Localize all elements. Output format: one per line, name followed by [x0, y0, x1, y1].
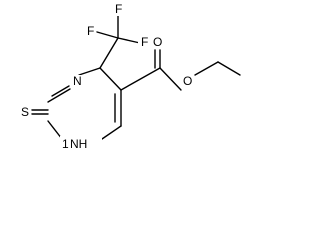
bond-ccarbonyl-oester	[159, 67, 182, 91]
bond-c4-cf3	[99, 37, 119, 69]
atom-nh-locant: 1	[62, 137, 69, 151]
atom-f-top: F	[114, 2, 126, 16]
bond-c6-n1	[101, 125, 122, 140]
bond-c2-n3	[47, 88, 71, 103]
atom-n-ring-top: N	[70, 74, 82, 88]
bond-n1-c2	[47, 120, 63, 140]
atom-o-ester: O	[180, 74, 194, 88]
atom-f-right-label: F	[141, 35, 148, 49]
bond-c4-c5	[99, 67, 122, 91]
bond-cf3-f-left	[96, 31, 119, 39]
atom-f-left: F	[84, 24, 96, 38]
chemical-structure-diagram: N 1 NH S F F F O O	[18, 2, 241, 152]
atom-f-right: F	[138, 35, 150, 49]
atom-o-ester-label: O	[183, 74, 192, 88]
atom-s-thione: S	[18, 105, 30, 119]
atom-f-top-label: F	[115, 2, 122, 16]
atom-o-carbonyl: O	[152, 35, 164, 49]
atom-nh-label: NH	[70, 137, 87, 151]
atom-s-label: S	[21, 105, 29, 119]
bond-n3-c4	[78, 67, 101, 76]
bond-c5-ccarbonyl	[120, 67, 161, 91]
bond-oester-ch2	[194, 61, 219, 76]
bond-cf3-f-right	[117, 37, 141, 44]
bond-c2-n3-double	[51, 85, 70, 97]
atom-n-ring-top-label: N	[73, 74, 82, 88]
atom-nh-ring-bottom: 1 NH	[60, 136, 102, 151]
atom-o-carbonyl-label: O	[153, 35, 162, 49]
atom-f-left-label: F	[87, 24, 94, 38]
bond-ch2-ch3	[217, 61, 241, 76]
